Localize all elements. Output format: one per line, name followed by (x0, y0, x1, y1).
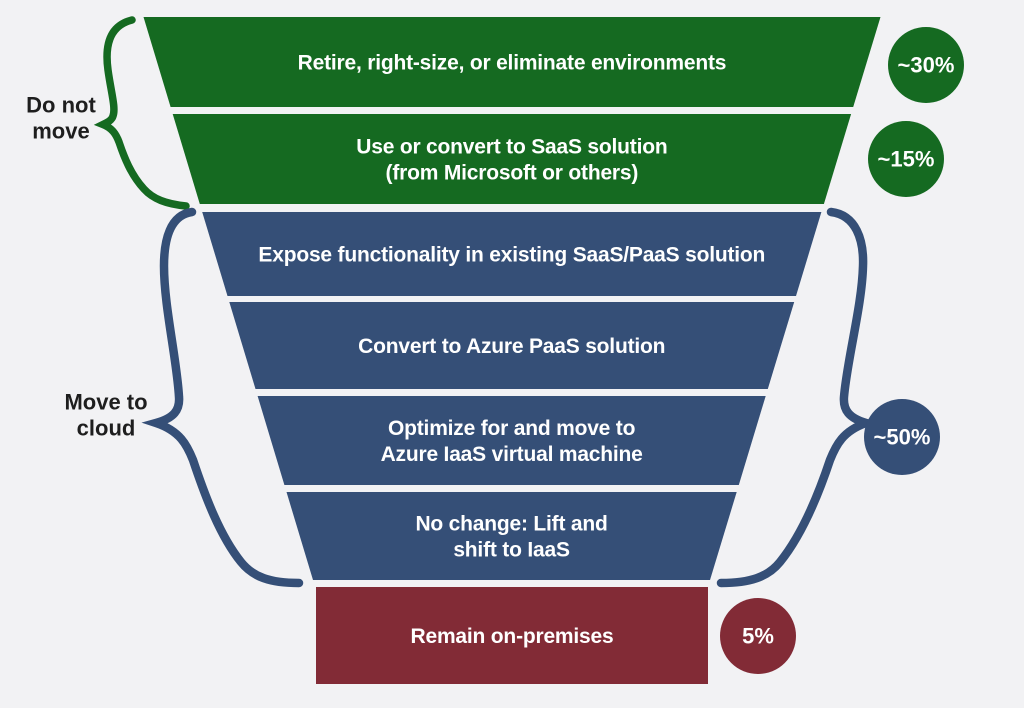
segment-shape-lift-shift (286, 492, 737, 580)
percentage-badges: ~30% ~15% ~50% 5% (720, 27, 964, 674)
segment-label-saas: Use or convert to SaaS solution(from Mic… (356, 136, 667, 185)
segment-label-expose: Expose functionality in existing SaaS/Pa… (258, 244, 765, 267)
segment-label-on-premises: Remain on-premises (411, 625, 614, 648)
segment-shape-optimize-iaas (257, 396, 766, 485)
badge-on-prem: 5% (720, 598, 796, 674)
segment-shape-on-premises (316, 587, 708, 684)
badge-saas: ~15% (868, 121, 944, 197)
segment-expose: Expose functionality in existing SaaS/Pa… (202, 212, 822, 296)
segment-on-premises: Remain on-premises (316, 587, 708, 684)
badge-on-prem-circle (720, 598, 796, 674)
segment-label-convert-paas: Convert to Azure PaaS solution (358, 335, 665, 358)
segment-shape-convert-paas (229, 302, 795, 389)
segment-retire: Retire, right-size, or eliminate environ… (143, 17, 881, 107)
badge-retire: ~30% (888, 27, 964, 103)
funnel-segments: Retire, right-size, or eliminate environ… (143, 17, 881, 684)
segment-label-retire: Retire, right-size, or eliminate environ… (298, 52, 727, 75)
badge-cloud: ~50% (864, 399, 940, 475)
segment-saas: Use or convert to SaaS solution(from Mic… (172, 114, 852, 204)
do-not-move-brace (93, 16, 190, 210)
badge-saas-circle (868, 121, 944, 197)
braces (93, 16, 880, 588)
segment-shape-saas (172, 114, 852, 204)
move-to-cloud-right-brace (716, 207, 880, 588)
segment-shape-expose (202, 212, 822, 296)
badge-cloud-label: ~50% (874, 425, 931, 450)
badge-saas-label: ~15% (878, 147, 935, 172)
badge-retire-label: ~30% (898, 53, 955, 78)
badge-cloud-circle (864, 399, 940, 475)
badge-retire-circle (888, 27, 964, 103)
segment-shape-retire (143, 17, 881, 107)
badge-on-prem-label: 5% (742, 624, 774, 649)
segment-convert-paas: Convert to Azure PaaS solution (229, 302, 795, 389)
move-to-cloud-left-brace (141, 207, 304, 588)
